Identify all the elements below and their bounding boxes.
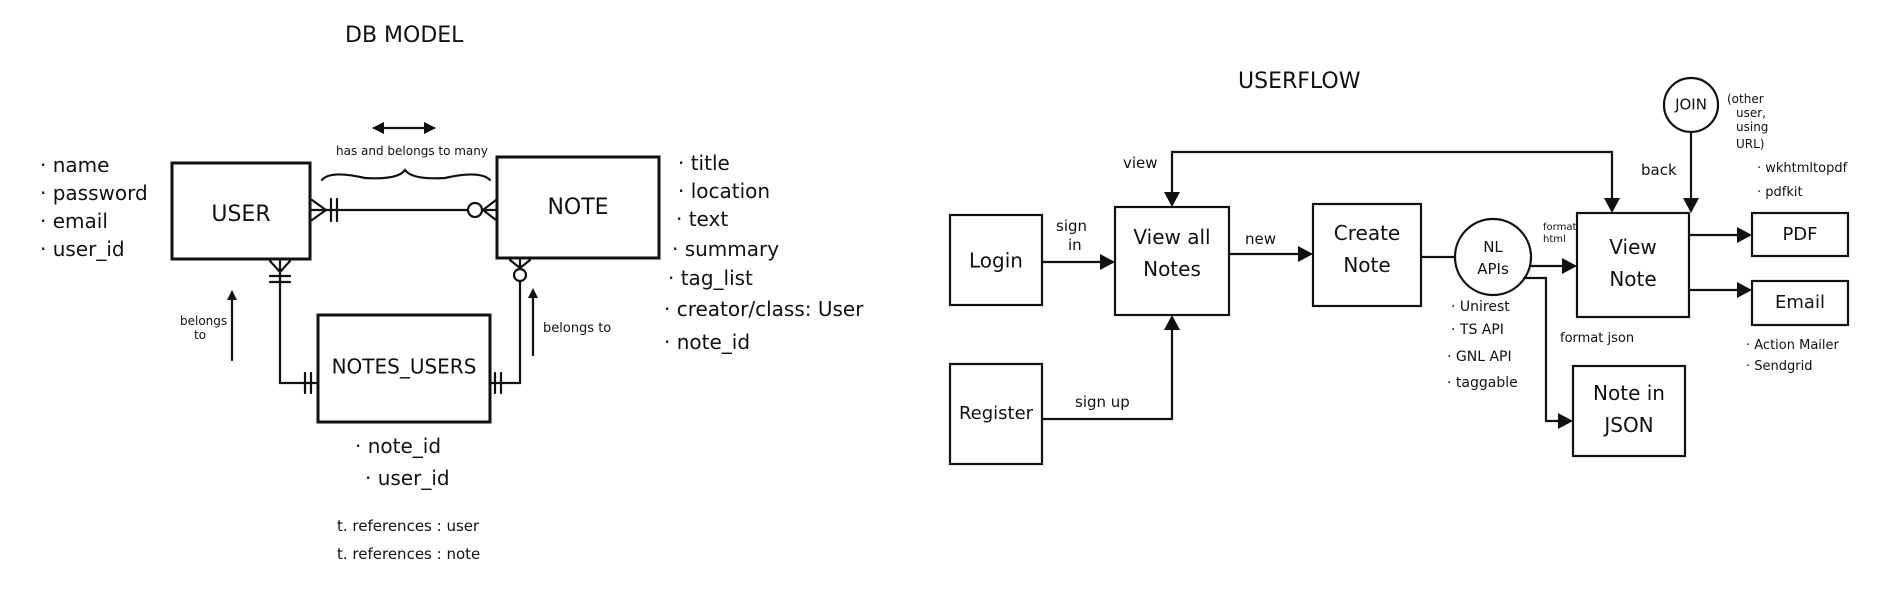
reference-line: t. references : note [337, 545, 480, 563]
api-list: · Unirest · TS API · GNL API · taggable [1447, 299, 1518, 391]
email-lib-item: · Sendgrid [1746, 359, 1812, 374]
notes-users-attr: · note_id [355, 434, 441, 458]
join-note: (other user, using URL) [1727, 92, 1768, 151]
note-box [495, 155, 661, 260]
login-node: Login [948, 213, 1044, 307]
view-note-label: View [1609, 235, 1656, 259]
sign-in-label: in [1068, 236, 1082, 254]
api-item: · GNL API [1447, 349, 1512, 365]
pdf-libs: · wkhtmltopdf · pdfkit [1757, 161, 1848, 200]
join-node: JOIN [1662, 76, 1720, 134]
format-html-label: html [1543, 234, 1566, 245]
note-entity: NOTE [495, 155, 661, 260]
notes-users-attr: · user_id [365, 466, 450, 490]
nl-apis-label: NL [1483, 238, 1503, 256]
email-lib-item: · Action Mailer [1746, 338, 1840, 353]
note-json-label: JSON [1602, 413, 1653, 437]
join-note-line: URL) [1736, 137, 1765, 151]
back-label: back [1641, 161, 1677, 179]
belongs-to-left: to [194, 328, 206, 342]
format-html-label: format [1543, 222, 1576, 233]
pdf-node: PDF [1750, 211, 1850, 258]
note-attr: · text [676, 207, 728, 231]
join-note-line: (other [1727, 92, 1764, 106]
user-attr: · email [40, 209, 108, 233]
note-attr: · location [678, 179, 770, 203]
flow-labels: sign in sign up new view back format htm… [1056, 154, 1677, 411]
email-node: Email [1750, 279, 1850, 327]
create-note-label: Create [1334, 221, 1400, 245]
join-label: JOIN [1674, 96, 1707, 114]
view-note-label: Note [1609, 267, 1656, 291]
register-label: Register [959, 403, 1034, 424]
note-attr: · creator/class: User [664, 297, 864, 321]
nl-apis-label: APIs [1477, 260, 1509, 278]
sign-up-label: sign up [1075, 393, 1130, 411]
register-node: Register [948, 362, 1044, 466]
note-attr: · note_id [664, 330, 750, 354]
user-entity: USER [170, 161, 312, 261]
notes-users-entity: NOTES_USERS [316, 313, 492, 424]
notes-users-box [316, 313, 492, 424]
new-label: new [1245, 230, 1276, 248]
pdf-lib-item: · wkhtmltopdf [1757, 161, 1848, 176]
join-note-line: using [1736, 120, 1768, 134]
view-label: view [1123, 154, 1158, 172]
note-attributes: · title · location · text · summary · ta… [664, 151, 864, 354]
note-json-node: Note in JSON [1571, 364, 1687, 458]
notes-users-attributes: · note_id · user_id [355, 434, 450, 490]
join-note-line: user, [1736, 106, 1766, 120]
api-item: · taggable [1447, 375, 1518, 391]
db-model-title: DB MODEL [345, 23, 464, 48]
api-item: · TS API [1451, 322, 1504, 338]
note-attr: · summary [672, 237, 779, 261]
create-note-label: Note [1343, 253, 1390, 277]
view-all-notes-label: View all [1133, 225, 1210, 249]
reference-line: t. references : user [337, 517, 480, 535]
create-note-node: Create Note [1311, 202, 1423, 308]
userflow-title: USERFLOW [1238, 69, 1361, 94]
login-label: Login [969, 249, 1023, 273]
note-box-label: NOTE [547, 195, 608, 220]
user-attr: · user_id [40, 237, 125, 261]
note-attr: · title [678, 151, 730, 175]
note-notes-users-relation: belongs to [488, 256, 611, 395]
user-attr: · password [40, 181, 148, 205]
user-notes-users-relation: belongs to [180, 257, 320, 395]
belongs-to-right: belongs to [543, 321, 611, 336]
notes-users-box-label: NOTES_USERS [332, 355, 477, 379]
belongs-to-left: belongs [180, 314, 227, 328]
many-to-many-relation: has and belongs to many [308, 122, 499, 223]
view-all-notes-node: View all Notes [1113, 205, 1231, 317]
user-box-label: USER [211, 202, 270, 227]
nl-apis-node: NL APIs [1453, 217, 1533, 297]
pdf-lib-item: · pdfkit [1757, 185, 1803, 200]
user-attributes: · name · password · email · user_id [40, 153, 148, 261]
sign-in-label: sign [1056, 217, 1087, 235]
pdf-label: PDF [1782, 224, 1817, 245]
user-attr: · name [40, 153, 109, 177]
note-attr: · tag_list [668, 266, 753, 290]
references: t. references : user t. references : not… [337, 517, 480, 563]
api-item: · Unirest [1451, 299, 1510, 315]
email-label: Email [1775, 292, 1825, 313]
email-libs: · Action Mailer · Sendgrid [1746, 338, 1840, 374]
relation-label: has and belongs to many [336, 144, 488, 158]
format-json-label: format json [1560, 331, 1634, 346]
note-json-label: Note in [1593, 381, 1665, 405]
view-all-notes-label: Notes [1143, 257, 1201, 281]
view-note-node: View Note [1575, 211, 1691, 319]
flow-arrows [1040, 130, 1752, 429]
